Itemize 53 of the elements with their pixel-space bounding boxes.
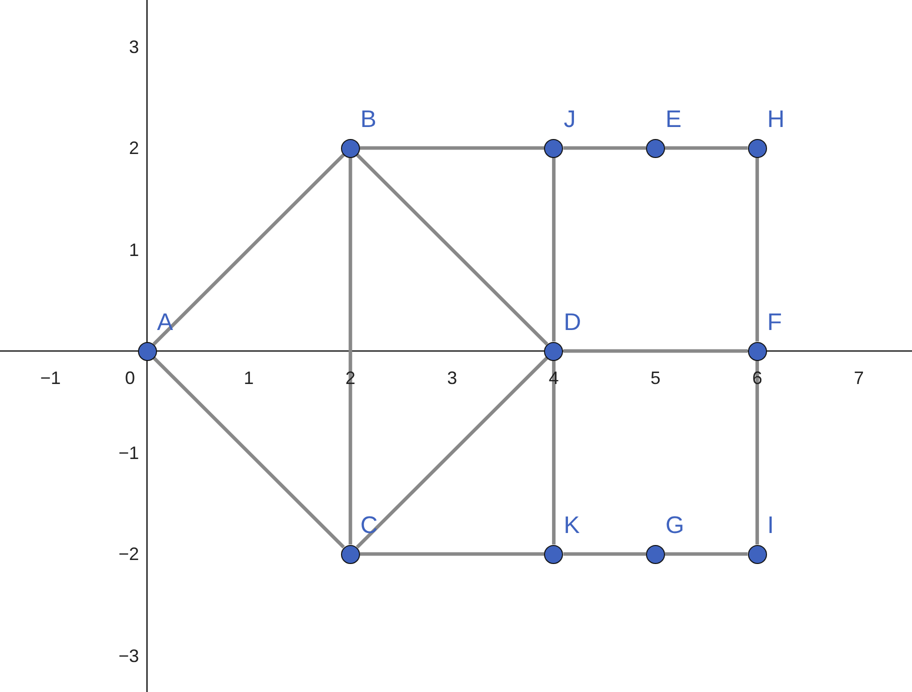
point-label: E [666,108,682,132]
point-label: G [666,514,684,538]
line-segment [360,552,544,556]
point-label: A [157,311,174,335]
line-segment [348,158,352,544]
line-segment [755,158,759,342]
point [748,544,767,564]
line-segment [360,146,544,150]
line-segment [755,360,759,544]
axis-tick-label: 2 [128,139,139,157]
point-label: F [767,311,782,335]
axis-tick-label: 3 [128,38,139,56]
point [544,342,564,360]
line-segment [665,552,748,556]
line-segment [563,146,646,150]
axis-tick-label: −2 [117,545,139,563]
point-label: J [564,108,576,132]
point [138,342,156,360]
line-segment [152,153,345,346]
axis-tick-label: 1 [128,240,139,258]
axis-tick-label: 2 [345,369,356,387]
axis-tick-label: 5 [650,369,661,387]
line-segment [563,552,646,556]
axis-tick-label: 6 [752,369,762,387]
point [748,138,767,158]
point [340,138,360,158]
point [340,544,360,564]
point [748,342,767,360]
axis-tick-label: −1 [40,369,61,387]
point-label: C [360,514,378,538]
line-segment [552,360,556,544]
point [646,544,665,564]
line-segment [356,153,548,346]
line-segment [563,349,748,353]
axis-tick-label: 3 [447,369,458,387]
point [646,138,665,158]
axis-tick-label: 1 [244,369,254,387]
line-segment [552,158,556,342]
point [544,544,564,564]
axis-tick-label: 7 [854,369,864,387]
line-segment [665,146,748,150]
axis-tick-label: 0 [125,369,136,387]
axis-tick-label: −1 [117,444,139,462]
line-segment [356,356,548,549]
point-label: I [767,514,774,538]
axis-tick-label: 4 [548,369,559,387]
point-label: D [564,311,582,335]
point-label: H [767,108,785,132]
line-segment [152,356,345,549]
point-label: B [360,108,376,132]
axis-tick-label: −3 [117,646,139,664]
point-label: K [564,514,580,538]
point [544,138,564,158]
